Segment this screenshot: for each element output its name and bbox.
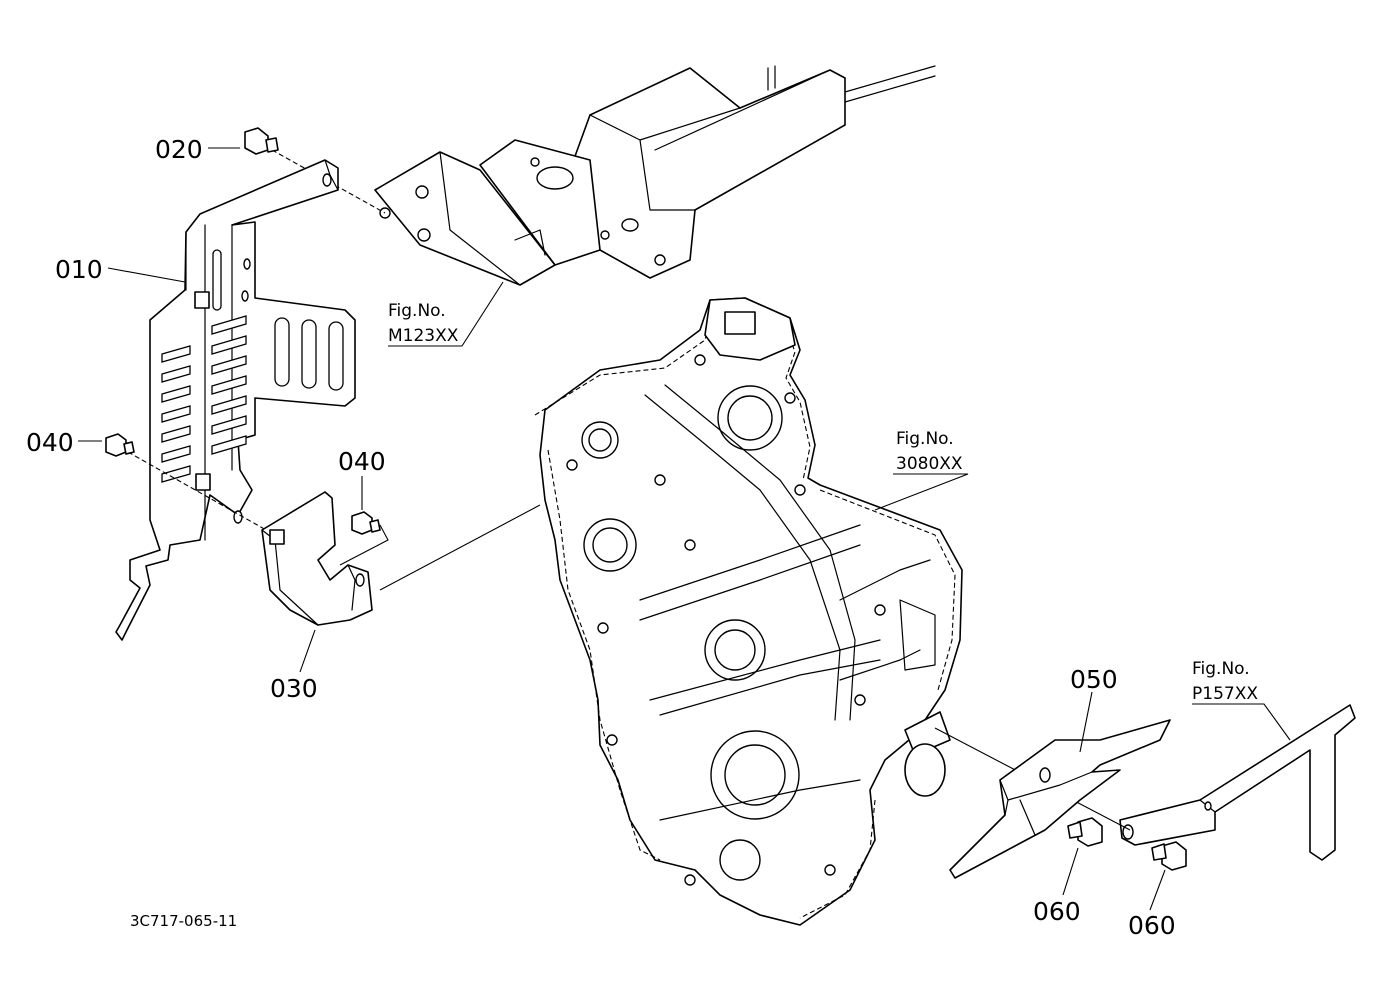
fig-ref-m123-label: Fig.No. — [388, 301, 446, 321]
fig-ref-m123-number: M123XX — [388, 326, 459, 346]
side-plate-010 — [115, 159, 356, 641]
bolt-060-left — [1067, 817, 1103, 847]
fig-ref-3080-label: Fig.No. — [896, 429, 954, 449]
figure-refs: Fig.No. M123XX Fig.No. 3080XX Fig.No. P1… — [388, 301, 1258, 704]
drawing-code: 3C717-065-11 — [130, 912, 237, 930]
bracket-030 — [261, 491, 373, 626]
callout-060-left: 060 — [1033, 897, 1081, 926]
right-frame-bracket — [1119, 704, 1356, 861]
callout-050: 050 — [1070, 665, 1118, 694]
bolt-040-mid — [339, 504, 541, 591]
callout-leaders — [78, 147, 1291, 911]
bolt-060-right — [1151, 841, 1187, 871]
bolt-040-left — [105, 433, 276, 536]
callout-060-right: 060 — [1128, 911, 1176, 940]
callout-labels: 020 010 040 040 030 050 060 060 — [26, 135, 1176, 940]
fig-ref-p157-label: Fig.No. — [1192, 659, 1250, 679]
gear-case-housing — [534, 297, 963, 926]
callout-030: 030 — [270, 674, 318, 703]
callout-040-left: 040 — [26, 428, 74, 457]
upper-frame-bracket — [374, 65, 936, 286]
fig-ref-3080-number: 3080XX — [896, 454, 963, 474]
callout-040-mid: 040 — [338, 447, 386, 476]
callout-020: 020 — [155, 135, 203, 164]
fig-ref-p157-number: P157XX — [1192, 684, 1258, 704]
callout-010: 010 — [55, 255, 103, 284]
shield-050 — [934, 719, 1171, 879]
